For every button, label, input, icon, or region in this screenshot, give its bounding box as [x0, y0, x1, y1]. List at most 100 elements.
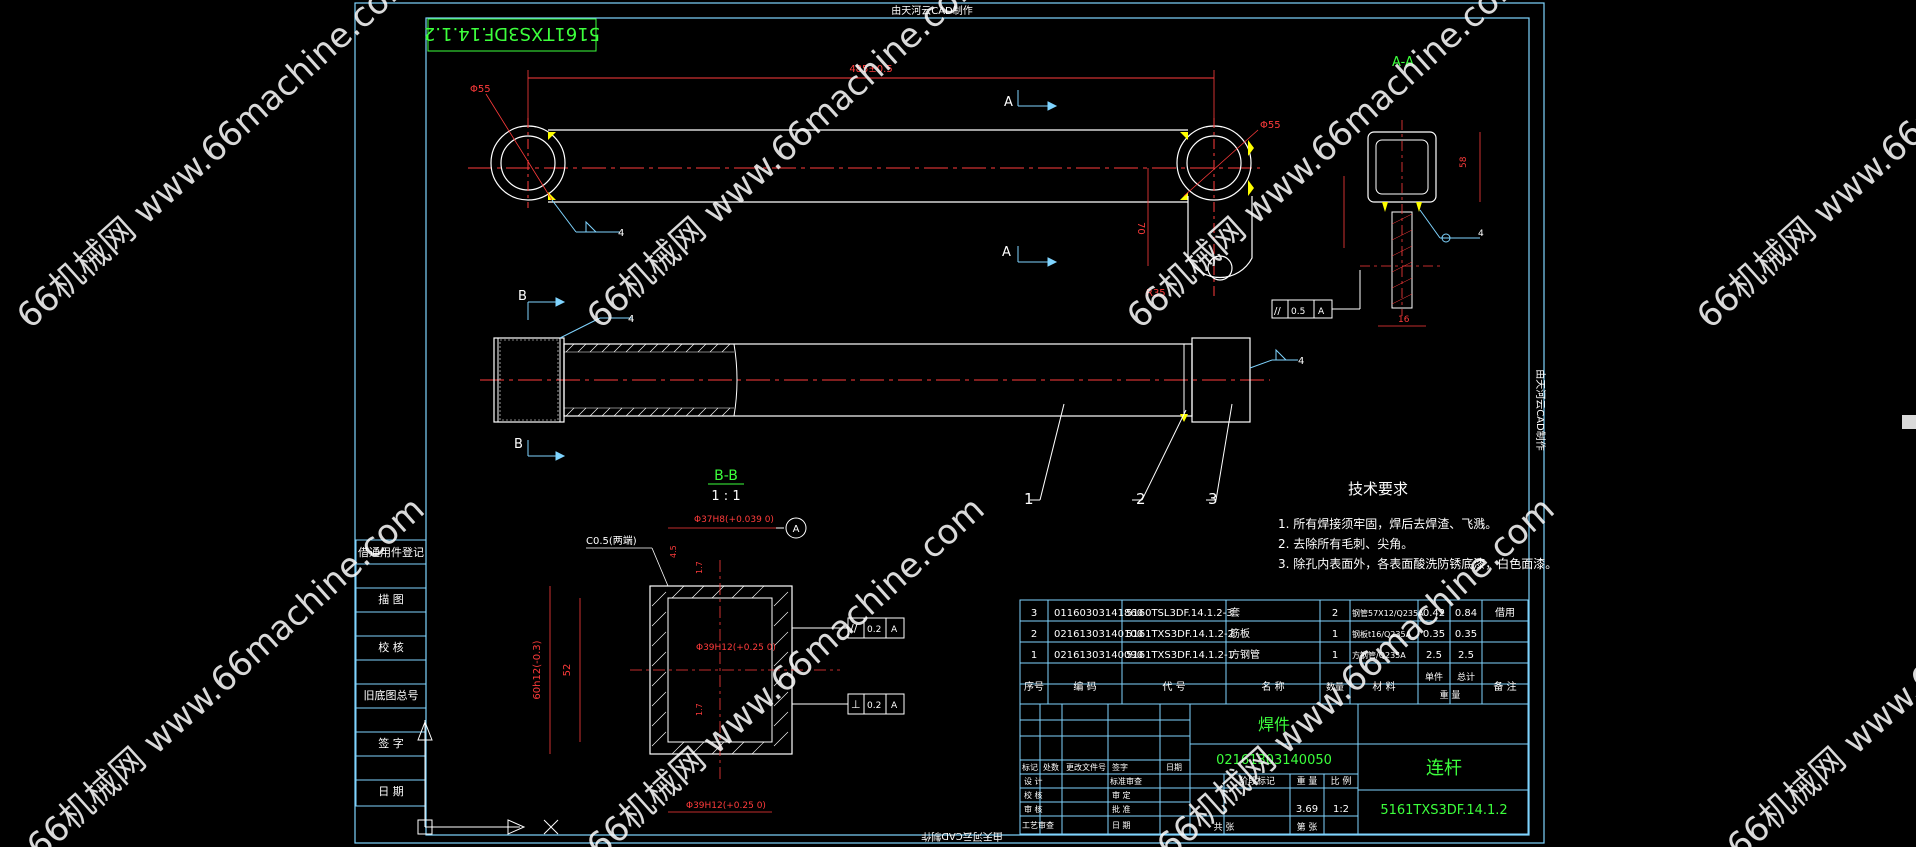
tech-item-1: 1. 所有焊接须牢固，焊后去焊渣、飞溅。: [1278, 516, 1497, 531]
break-line: [733, 343, 738, 417]
title-mass: 3.69: [1296, 804, 1318, 815]
technical-requirements: 技术要求 1. 所有焊接须牢固，焊后去焊渣、飞溅。 2. 去除所有毛刺、尖角。 …: [1278, 480, 1557, 571]
bom-unit-wt: 0.42: [1423, 608, 1445, 619]
section-a-marks: [1017, 90, 1058, 267]
section-a-bottom-label: A: [1002, 245, 1011, 260]
title-drawing-no: 5161TXS3DF.14.1.2: [1380, 803, 1507, 818]
parallel-symbol: //: [1274, 306, 1281, 317]
section-b-marks: [527, 297, 566, 461]
aa-welds: [1382, 202, 1422, 212]
bom-code: 02161303140100: [1054, 629, 1143, 640]
tube-end-lug: [1191, 337, 1251, 423]
parallel-value: 0.5: [1291, 307, 1305, 317]
left-block-item-3: 校 核: [378, 640, 404, 654]
side-credit: 由天河云CAD制作: [1534, 369, 1547, 451]
aa-dim-16: 16: [1398, 315, 1410, 325]
aa-inner: [1375, 139, 1429, 195]
tech-title: 技术要求: [1348, 480, 1408, 498]
label-check: 校 核: [1024, 790, 1043, 800]
bom-unit-wt: 2.5: [1426, 650, 1442, 661]
bom-header-qty: 数量: [1326, 681, 1344, 693]
bom-total-wt: 2.5: [1458, 650, 1474, 661]
bom-drawing: 5161TXS3DF.14.1.2-1: [1126, 650, 1234, 661]
label-design: 设 计: [1024, 776, 1043, 786]
bb-gtol-frames: [792, 617, 905, 715]
tech-item-2: 2. 去除所有毛刺、尖角。: [1278, 536, 1413, 551]
bb-title: B-B: [714, 468, 738, 484]
balloon-1: 1: [1024, 490, 1034, 508]
bom-no: 2: [1031, 629, 1037, 640]
title-block: [1019, 703, 1529, 835]
label-mark: 标记: [1022, 762, 1038, 772]
left-block-item-2: 描 图: [378, 592, 404, 606]
bom-row-1: 3 01160303141860 5160TSL3DF.14.1.2-3 套 2…: [1031, 606, 1515, 619]
bottom-credit: 由天河云CAD制作: [921, 830, 1003, 843]
left-record-block: [355, 539, 427, 807]
bb-gtol1-sym: //: [850, 622, 858, 635]
weld-size-front-left: 4: [628, 314, 634, 325]
weld-symbol-front: [559, 317, 1298, 369]
title-ratio-label: 比 例: [1331, 775, 1352, 787]
bom-no: 3: [1031, 608, 1037, 619]
dim-dia-left: Φ55: [470, 84, 491, 95]
left-block-item-6: 日 期: [378, 785, 404, 798]
mirrored-code: 5161TXS3DF.14.1.2: [424, 23, 600, 44]
bom-code: 01160303141860: [1054, 608, 1143, 619]
bom-material: 钢管57X12/Q235A: [1352, 608, 1424, 618]
title-stage-label: 阶段标记: [1239, 775, 1275, 787]
section-b-top-label: B: [518, 289, 527, 304]
left-block-item-4: 旧底图总号: [364, 688, 419, 702]
bom-header-remark: 备 注: [1493, 680, 1516, 693]
bb-hatching: [651, 585, 789, 755]
left-block-item-5: 签 字: [378, 736, 404, 750]
section-a-top-label: A: [1004, 95, 1013, 110]
label-approve: 批 准: [1112, 804, 1131, 814]
lug-hole: [1207, 255, 1233, 281]
dim-length: 485±0.5: [849, 64, 892, 75]
weld-size-front-right: 4: [1298, 356, 1304, 367]
top-credit: 由天河云CAD制作: [891, 4, 973, 17]
bom-material: 钢板t16/Q235A: [1352, 629, 1412, 639]
bom-row-3: 1 02161303140090 5161TXS3DF.14.1.2-1 方钢管…: [1031, 648, 1474, 661]
right-lug: [1187, 196, 1253, 279]
aa-weld-size: 4: [1478, 229, 1484, 239]
section-bb: B-B 1 : 1 Φ37H8(+0.039 0) Φ39H12(+0.25 0…: [532, 468, 905, 813]
label-stdz: 审 定: [1112, 790, 1131, 800]
label-review: 审 核: [1024, 804, 1043, 814]
mirrored-code-box: 5161TXS3DF.14.1.2: [424, 18, 600, 52]
datum-circle: [785, 517, 807, 539]
aa-weld-symbol: [1419, 209, 1480, 243]
tech-item-3: 3. 除孔内表面外，各表面酸洗防锈底漆，白色面漆。: [1278, 556, 1557, 571]
dim-fillet: R35: [1146, 288, 1166, 299]
scrollbar-thumb[interactable]: [1902, 415, 1916, 429]
dim-dia-right: Φ55: [1260, 120, 1281, 131]
bb-gtol1-ref: A: [891, 625, 898, 635]
bom-name: 方钢管: [1230, 648, 1260, 661]
bom-header-weight: 重 量: [1440, 689, 1461, 701]
section-b-bottom-label: B: [514, 437, 523, 452]
parallelism-frame: [1271, 270, 1361, 319]
section-aa: A-A 58 16 4 // 0.5 A: [1271, 55, 1484, 327]
label-process: 工艺审查: [1022, 820, 1054, 830]
part-balloons: [1030, 403, 1233, 501]
bb-dim-52: 52: [562, 664, 573, 677]
bb-scale: 1 : 1: [711, 489, 740, 504]
title-sheet-label: 共 张: [1214, 822, 1235, 833]
bb-bore-bot: Φ39H12(+0.25 0): [686, 801, 766, 811]
top-view: 485±0.5 Φ55 Φ55 70 R35 A A 4: [468, 64, 1281, 300]
bom-qty: 2: [1332, 608, 1338, 619]
label-doc: 更改文件号: [1066, 762, 1106, 772]
bom-no: 1: [1031, 650, 1037, 661]
aa-dim-58: 58: [1459, 156, 1469, 168]
title-type: 焊件: [1258, 715, 1290, 734]
balloon-3: 3: [1208, 490, 1218, 508]
title-scale: 1:2: [1333, 804, 1349, 815]
balloon-2: 2: [1136, 490, 1146, 508]
bb-dim-small1: 4.5: [669, 545, 678, 558]
bb-dim-small2: 1.7: [695, 561, 704, 574]
bb-chamfer: C0.5(两端): [586, 534, 637, 547]
bom-header-code: 编 码: [1073, 680, 1096, 693]
bb-bore-top: Φ37H8(+0.039 0): [694, 515, 774, 525]
